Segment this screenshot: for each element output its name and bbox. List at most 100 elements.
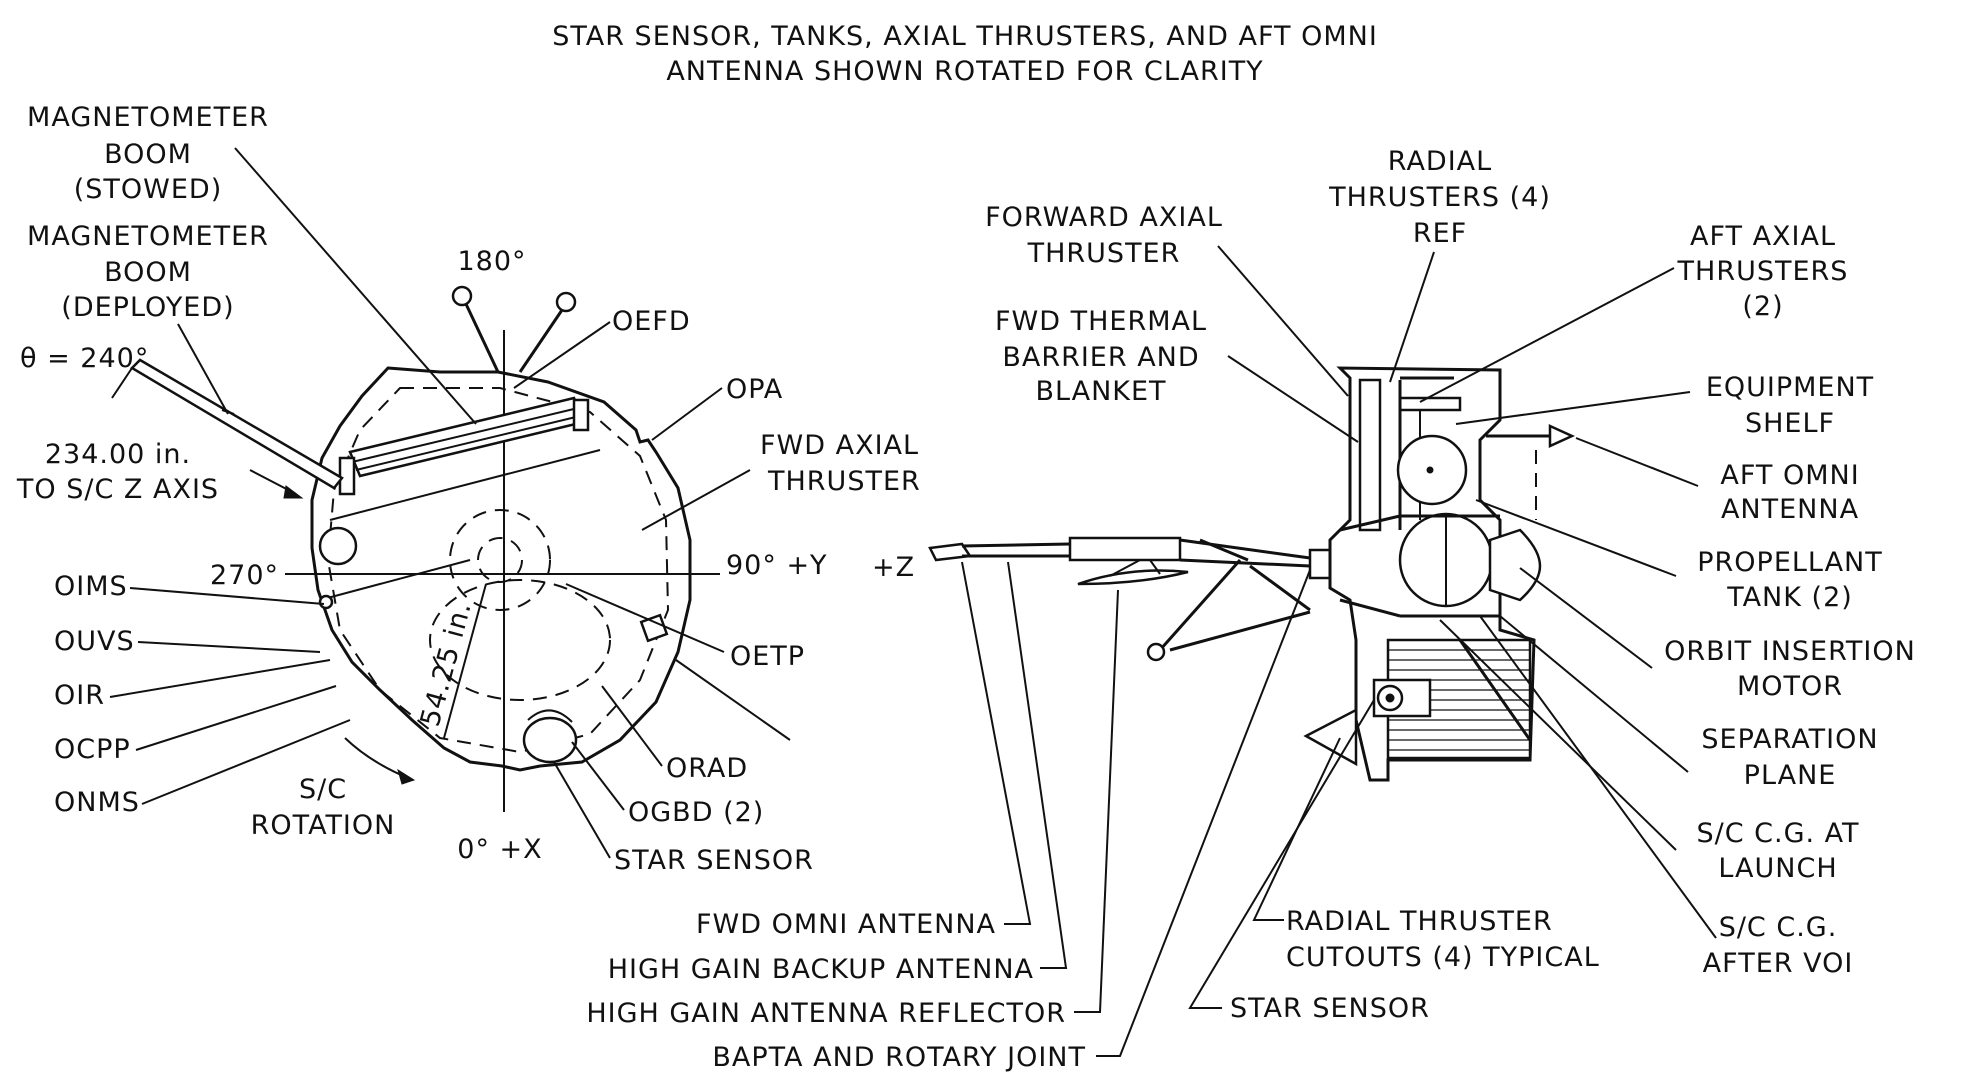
oims-sensor <box>318 526 358 566</box>
forward-axial-line-2: THRUSTER <box>1027 238 1181 269</box>
mag-deployed-leader <box>177 323 229 415</box>
radial-thrusters-leader <box>1389 251 1435 383</box>
cg-voi-line-2: AFTER VOI <box>1703 948 1854 979</box>
opa-leader <box>651 387 723 441</box>
aft-omni-tip <box>1548 424 1576 448</box>
star-sensor-body <box>522 716 578 764</box>
boom-housing <box>1068 536 1182 562</box>
ouvs-leader <box>137 641 321 653</box>
mag-stowed-line-1: MAGNETOMETER <box>27 102 269 133</box>
strut-1 <box>1158 559 1242 651</box>
center-dashed-circle-1 <box>449 509 551 611</box>
aft-axial-line-3: (2) <box>1742 291 1783 322</box>
right-leader <box>675 659 791 741</box>
hga-reflector <box>1077 569 1189 586</box>
thermal-barrier <box>1358 378 1382 532</box>
oefd-label: OEFD <box>612 306 691 337</box>
strut-3 <box>1169 610 1311 652</box>
fwd-thermal-leader <box>1227 355 1359 443</box>
oims-leader <box>129 587 325 605</box>
star-sensor-lip <box>527 709 573 723</box>
ogbd-label: OGBD (2) <box>628 797 764 828</box>
aft-axial-line-1: AFT AXIAL <box>1690 221 1836 252</box>
fwd-omni-leader <box>961 561 1032 925</box>
star-sensor-lens-center <box>1385 693 1395 703</box>
rotation-line-2: ROTATION <box>251 810 396 841</box>
hg-reflector-label: HIGH GAIN ANTENNA REFLECTOR <box>586 998 1066 1029</box>
adapter-upper <box>1339 514 1401 532</box>
orad-leader <box>601 685 663 767</box>
radial-thrusters-line-1: RADIAL <box>1388 146 1492 177</box>
cg-launch-line-1: S/C C.G. AT <box>1696 818 1859 849</box>
orbit-insertion-leader <box>1519 567 1653 669</box>
boom-distance-line-1: 234.00 in. <box>45 439 191 470</box>
propellant-tank-line-1: PROPELLANT <box>1697 547 1883 578</box>
center-dashed-circle-2 <box>477 537 523 583</box>
oir-label: OIR <box>54 680 105 711</box>
aft-omni-line-2: ANTENNA <box>1721 494 1859 525</box>
bapta-label: BAPTA AND ROTARY JOINT <box>712 1042 1086 1073</box>
cg-launch-leader <box>1439 619 1677 851</box>
fwd-axial-leader <box>641 469 751 531</box>
oims-label: OIMS <box>54 571 128 602</box>
angle-0-label: 0° +X <box>457 834 542 865</box>
rotation-arrowhead <box>397 768 416 785</box>
diagonal-1 <box>1458 639 1532 741</box>
boom-strut <box>1199 538 1249 562</box>
diameter-dim-line <box>443 583 487 739</box>
oetp-leader <box>565 583 725 653</box>
mag-deployed-line-1: MAGNETOMETER <box>27 221 269 252</box>
ouvs-label: OUVS <box>54 626 135 657</box>
ocpp-label: OCPP <box>54 734 131 765</box>
deck-line-2 <box>319 559 471 601</box>
ocpp-leader <box>135 685 337 751</box>
aft-axial-line-2: THRUSTERS <box>1677 256 1849 287</box>
side-view-drawing <box>928 366 1576 782</box>
top-view-drawing <box>111 285 720 812</box>
hg-backup-label: HIGH GAIN BACKUP ANTENNA <box>608 954 1034 985</box>
bus-outline <box>310 366 692 772</box>
boom-upper <box>1179 538 1311 560</box>
hg-reflector-leader <box>1074 589 1119 1013</box>
equipment-shelf-line-2: SHELF <box>1745 408 1835 439</box>
side-body-outline <box>1328 366 1536 782</box>
bapta-leader <box>1096 569 1311 1057</box>
opa-label: OPA <box>726 374 783 405</box>
orbit-insertion-line-2: MOTOR <box>1737 671 1843 702</box>
oefd-antennas <box>451 285 577 373</box>
star-sensor-right-leader <box>1188 699 1375 1009</box>
reflector-support <box>1109 559 1141 577</box>
separation-line-1: SEPARATION <box>1701 724 1878 755</box>
tank-1-dot <box>1426 466 1434 474</box>
equipment-shelf-leader <box>1455 391 1691 425</box>
boom-lower <box>1179 558 1311 568</box>
star-sensor-left-label: STAR SENSOR <box>614 845 814 876</box>
ogbd-leader <box>571 741 625 811</box>
diameter-label: 54.25 in. <box>415 598 478 730</box>
deck-line <box>329 449 601 521</box>
separation-leader <box>1499 615 1689 773</box>
theta-label: θ = 240° <box>20 343 149 374</box>
radial-thrusters-line-2: THRUSTERS (4) <box>1328 182 1551 213</box>
fwd-thermal-line-2: BARRIER AND <box>1002 342 1199 373</box>
tank-dashed <box>429 579 611 701</box>
mag-deployed-line-2: BOOM <box>104 257 192 288</box>
fwd-axial-line-2: THRUSTER <box>767 466 921 497</box>
aft-omni-leader <box>1575 437 1699 487</box>
z-axis-label: +Z <box>872 552 915 583</box>
ouvs-sensor <box>318 594 334 610</box>
reflector-support-2 <box>1149 559 1161 575</box>
fwd-thermal-line-1: FWD THERMAL <box>995 306 1207 337</box>
oir-leader <box>109 659 331 698</box>
forward-axial-leader <box>1217 245 1349 397</box>
top-view-labels: MAGNETOMETER BOOM (STOWED) MAGNETOMETER … <box>16 102 921 876</box>
aft-omni-line-1: AFT OMNI <box>1720 460 1859 491</box>
side-view-labels: +Z FORWARD AXIAL THRUSTER RADIAL THRUSTE… <box>586 146 1915 1073</box>
header-line-1: STAR SENSOR, TANKS, AXIAL THRUSTERS, AND… <box>552 21 1378 52</box>
boom-arrowhead <box>283 485 304 499</box>
magnetometer-boom-deployed <box>111 358 344 490</box>
radial-cutouts-line-2: CUTOUTS (4) TYPICAL <box>1286 942 1600 973</box>
onms-label: ONMS <box>54 787 140 818</box>
star-sensor-right-label: STAR SENSOR <box>1230 993 1430 1024</box>
strut-2 <box>1249 564 1311 612</box>
